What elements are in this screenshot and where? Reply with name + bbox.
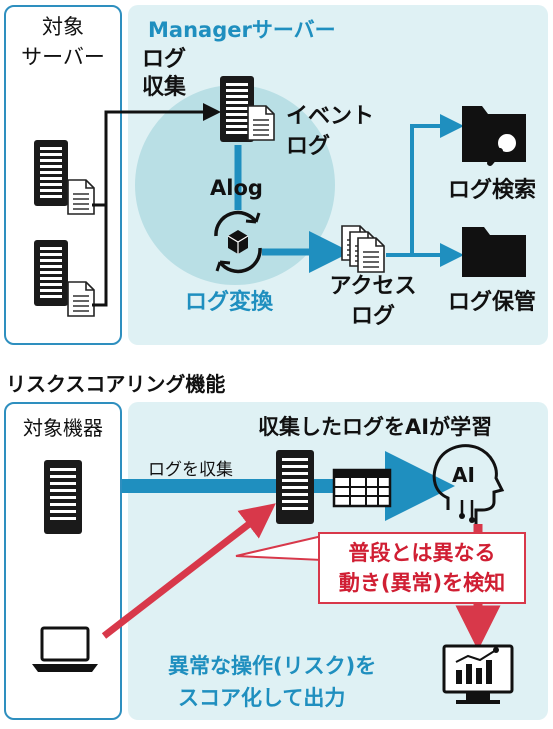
- log-store-label: ログ保管: [448, 290, 537, 315]
- anomaly-line-1: 普段とは異なる: [348, 541, 496, 565]
- log-store-icon: [462, 227, 526, 277]
- collect-log-label: ログを収集: [148, 460, 233, 480]
- risk-scoring-title: リスクスコアリング機能: [6, 372, 226, 396]
- log-server-icon: [276, 450, 314, 524]
- log-search-label: ログ検索: [448, 178, 537, 203]
- target-device-label: 対象機器: [23, 416, 103, 440]
- anomaly-line-2: 動き(異常)を検知: [338, 571, 506, 595]
- ai-head-icon: [432, 444, 505, 524]
- ai-learns-label: 収集したログをAIが学習: [258, 415, 493, 439]
- risk-score-output-line-2: スコア化して出力: [178, 686, 346, 710]
- log-table-icon: [332, 468, 392, 508]
- target-server-label: 対象 サーバー: [21, 15, 105, 69]
- score-monitor-icon: [442, 644, 514, 704]
- anomaly-callout: 普段とは異なる 動き(異常)を検知: [318, 532, 526, 604]
- ai-text: AI: [452, 463, 475, 487]
- log-convert-label: ログ変換: [185, 290, 274, 315]
- top-diagram-graphics: [34, 76, 526, 317]
- manager-server-title: Managerサーバー: [148, 18, 336, 42]
- target-device-server-icon: [44, 460, 82, 534]
- access-log-label: アクセス ログ: [329, 274, 417, 329]
- log-convert-icon: [214, 210, 262, 274]
- laptop-icon: [32, 626, 98, 672]
- risk-score-output-line-1: 異常な操作(リスク)を: [168, 654, 377, 678]
- log-search-icon: [462, 106, 526, 166]
- event-log-label: イベント ログ: [286, 104, 375, 159]
- alog-label: Alog: [210, 176, 263, 200]
- log-collect-label: ログ 収集: [142, 47, 187, 100]
